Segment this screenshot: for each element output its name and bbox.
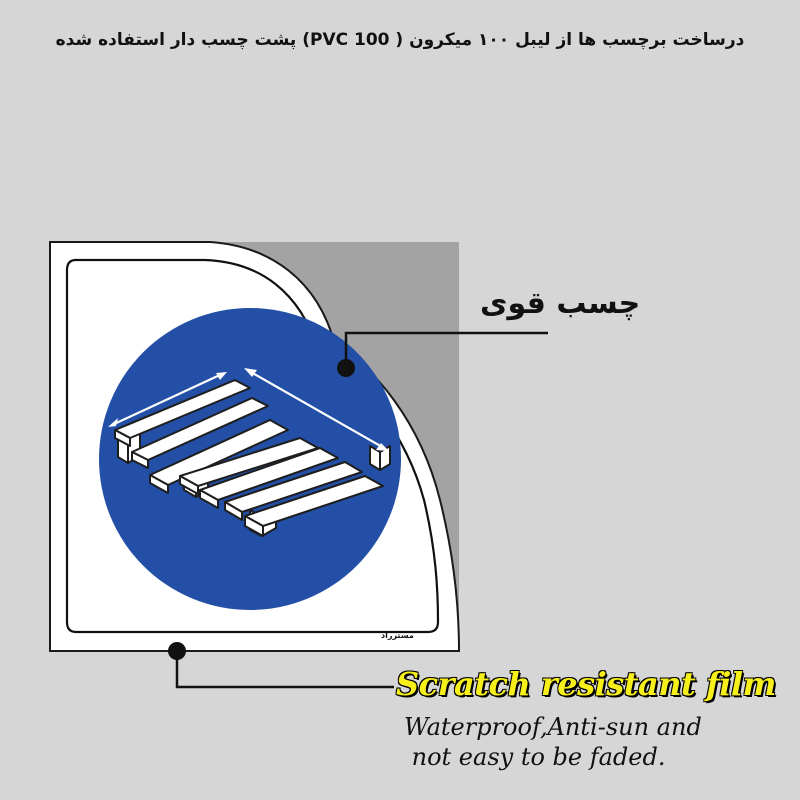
film-title: Scratch resistant film bbox=[396, 665, 776, 703]
brand-label: مسترراد bbox=[381, 631, 414, 640]
film-description: Waterproof,Anti-sun and not easy to be f… bbox=[404, 712, 702, 772]
header-text: درساخت برچسب ها از لیبل ۱۰۰ میکرون ( PVC… bbox=[55, 30, 745, 50]
film-callout bbox=[168, 642, 394, 689]
film-desc-line-2: not easy to be faded. bbox=[404, 743, 666, 771]
film-desc-line-1: Waterproof,Anti-sun and bbox=[404, 713, 702, 741]
dimension-arrows bbox=[108, 368, 389, 451]
adhesive-callout bbox=[337, 331, 548, 377]
adhesive-label: چسب قوی bbox=[480, 286, 641, 321]
pallet-icon bbox=[114, 379, 391, 537]
